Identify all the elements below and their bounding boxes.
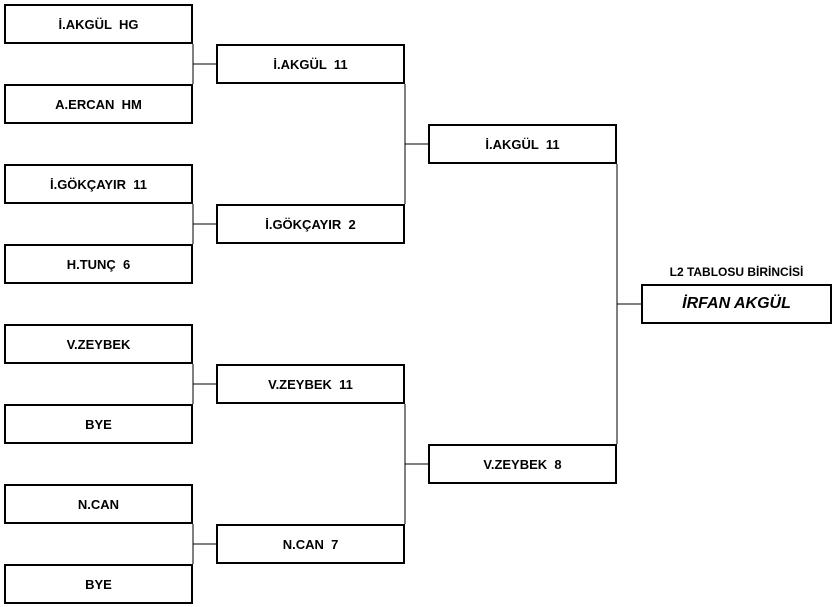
round2-slot-2: İ.GÖKÇAYIR 2 <box>216 204 405 244</box>
round3-slot-1: İ.AKGÜL 11 <box>428 124 617 164</box>
round1-slot-8: BYE <box>4 564 193 604</box>
round3-slot-2: V.ZEYBEK 8 <box>428 444 617 484</box>
round1-slot-1: İ.AKGÜL HG <box>4 4 193 44</box>
champion-box: İRFAN AKGÜL <box>641 284 832 324</box>
round1-slot-6: BYE <box>4 404 193 444</box>
round1-slot-3: İ.GÖKÇAYIR 11 <box>4 164 193 204</box>
champion-title: L2 TABLOSU BİRİNCİSİ <box>669 265 804 279</box>
round2-slot-1: İ.AKGÜL 11 <box>216 44 405 84</box>
round2-slot-4: N.CAN 7 <box>216 524 405 564</box>
round1-slot-7: N.CAN <box>4 484 193 524</box>
round1-slot-5: V.ZEYBEK <box>4 324 193 364</box>
round1-slot-2: A.ERCAN HM <box>4 84 193 124</box>
round2-slot-3: V.ZEYBEK 11 <box>216 364 405 404</box>
round1-slot-4: H.TUNÇ 6 <box>4 244 193 284</box>
